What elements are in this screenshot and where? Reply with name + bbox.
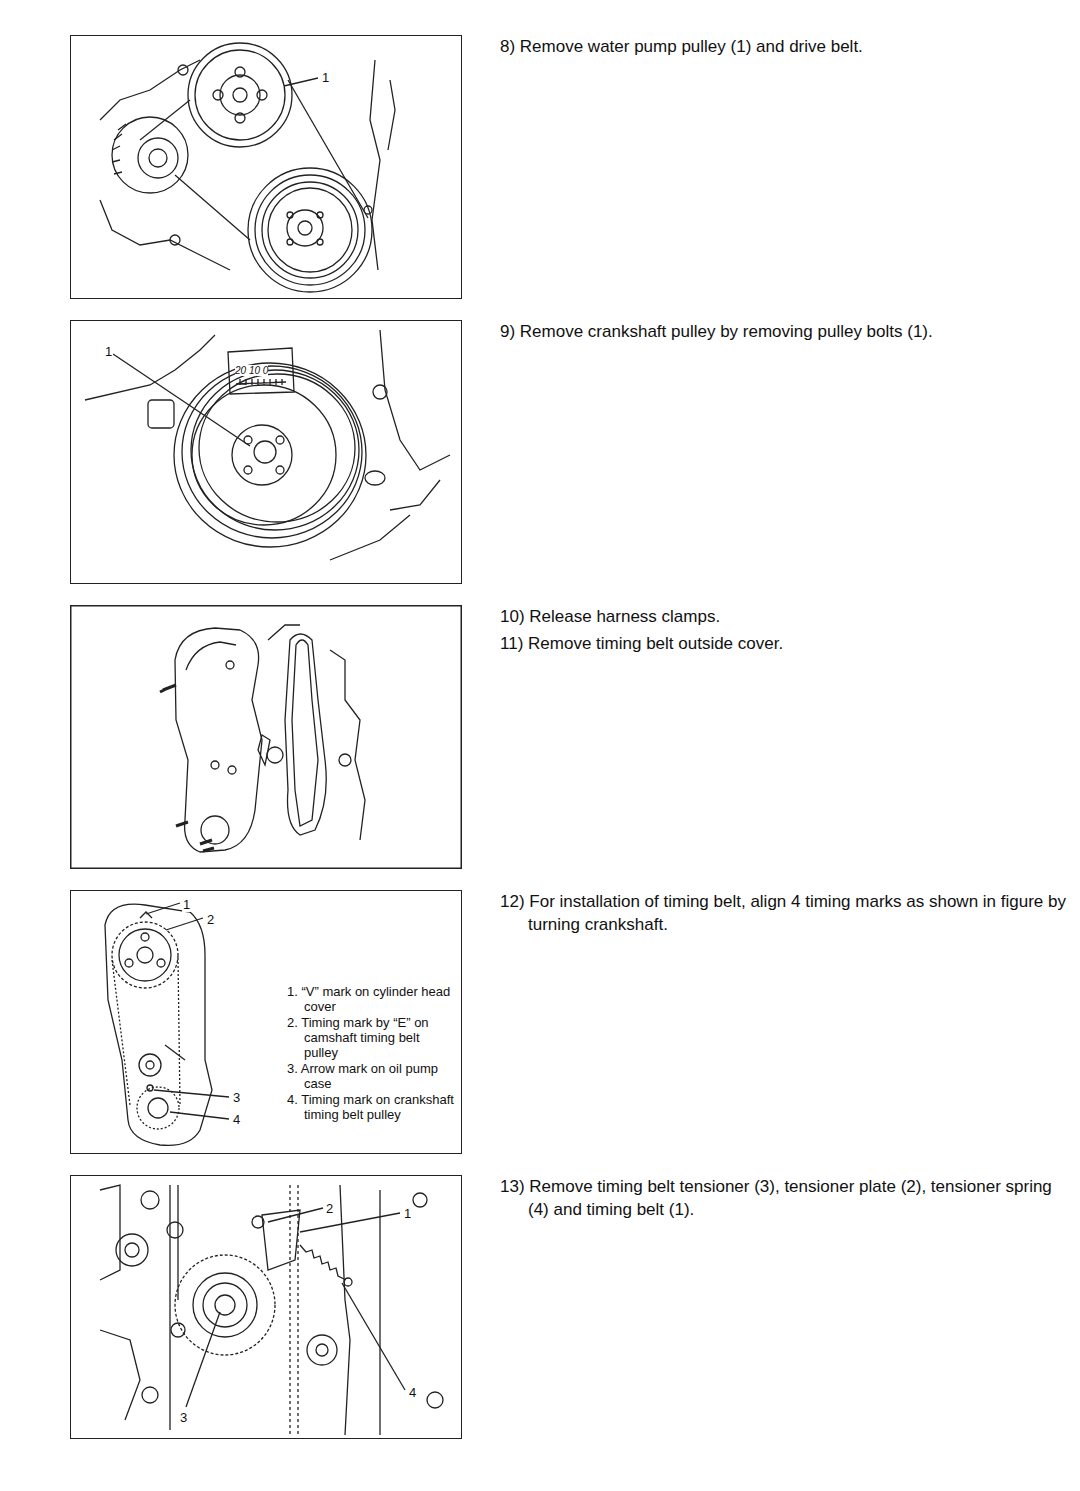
figure-frame: 1 2 3 4 1. “V” mark on cylinder head cover2.… [70,890,462,1154]
callout-number: 3 [232,1091,241,1105]
water-pump-illustration [100,43,395,292]
key-item: 3. Arrow mark on oil pump case [287,1061,457,1091]
step-instruction: 10) Release harness clamps. [500,605,1072,628]
leader-line [146,903,180,914]
callout-number: 1 [321,71,330,85]
callout-number: 4 [232,1113,241,1127]
key-item: 2. Timing mark by “E” on camshaft timing… [287,1015,457,1060]
callout-number: 2 [325,1202,334,1216]
figure-frame: 1 [70,35,462,299]
step-instruction: 11) Remove timing belt outside cover. [500,632,1072,655]
key-item: 4. Timing mark on crankshaft timing belt… [287,1092,457,1122]
step-instruction: 12) For installation of timing belt, ali… [500,890,1072,936]
leader-line [113,354,250,446]
leader-line [284,78,318,86]
timing-scale: 20 10 0 [235,365,268,376]
key-item: 1. “V” mark on cylinder head cover [287,984,457,1014]
leader-line [166,918,203,930]
step-instruction: 13) Remove timing belt tensioner (3), te… [500,1175,1072,1221]
step-instruction: 8) Remove water pump pulley (1) and driv… [500,35,1072,58]
leader-line [342,1283,405,1390]
crankshaft-pulley-illustration [85,330,450,560]
timing-marks-illustration [105,903,229,1145]
figure-frame [71,606,462,869]
leader-line [186,1312,220,1407]
leader-line [154,1090,229,1097]
step-instruction: 9) Remove crankshaft pulley by removing … [500,320,1072,343]
callout-number: 3 [179,1411,188,1425]
leader-line [170,1112,229,1119]
callout-number: 4 [408,1386,417,1400]
figure-frame: 1 20 10 0 [70,320,462,584]
leader-line [300,1213,400,1232]
callout-number: 1 [403,1207,412,1221]
callout-number: 2 [206,913,215,927]
timing-cover-illustration [160,625,365,852]
callout-number: 1 [104,345,113,359]
figure-frame: 1 2 3 4 [70,1175,462,1439]
leader-line [268,1208,323,1222]
callout-number: 1 [182,898,191,912]
tensioner-illustration [100,1185,443,1435]
